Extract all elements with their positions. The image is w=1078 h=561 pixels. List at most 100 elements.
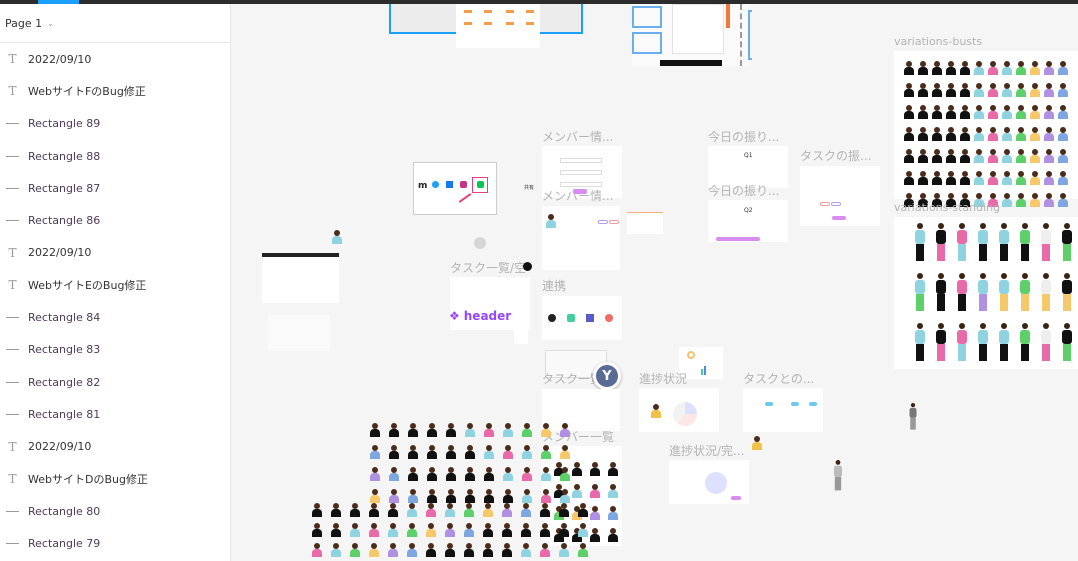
layer-label: WebサイトFのBug修正 bbox=[28, 85, 146, 99]
layer-item[interactable]: Rectangle 88 bbox=[0, 140, 230, 172]
person-illustration bbox=[407, 543, 417, 557]
standing-person bbox=[1040, 273, 1052, 313]
person-illustration bbox=[369, 543, 379, 557]
layer-label: Rectangle 89 bbox=[28, 117, 101, 131]
person-illustration bbox=[541, 423, 551, 437]
person-illustration bbox=[932, 83, 942, 97]
task-review-frame[interactable] bbox=[800, 166, 880, 226]
frame-title-member-info-1: メンバー情... bbox=[542, 130, 614, 144]
standing-person bbox=[914, 273, 926, 313]
header-frame[interactable] bbox=[450, 324, 530, 330]
frame-title-integration: 連携 bbox=[542, 279, 567, 293]
person-illustration bbox=[350, 523, 360, 537]
variations-busts-frame[interactable] bbox=[894, 51, 1078, 207]
person-illustration bbox=[484, 423, 494, 437]
standing-person bbox=[1061, 273, 1073, 313]
person-illustration bbox=[1016, 127, 1026, 141]
task-relation-frame[interactable] bbox=[743, 388, 823, 432]
person-illustration bbox=[988, 127, 998, 141]
integration-frame[interactable] bbox=[542, 296, 622, 340]
doc-frame[interactable] bbox=[632, 4, 752, 66]
collaborator-avatar[interactable]: Y bbox=[593, 362, 621, 390]
layer-item[interactable]: Rectangle 89 bbox=[0, 108, 230, 140]
layer-item[interactable]: Rectangle 79 bbox=[0, 527, 230, 559]
text-icon: T bbox=[8, 245, 17, 260]
progress-complete-frame[interactable] bbox=[669, 460, 749, 504]
layer-item[interactable]: Rectangle 81 bbox=[0, 398, 230, 430]
layer-item[interactable]: T 2022/09/10 bbox=[0, 237, 230, 269]
person-illustration bbox=[988, 61, 998, 75]
standing-person bbox=[1061, 223, 1073, 263]
person-illustration bbox=[1058, 61, 1068, 75]
person-illustration bbox=[946, 127, 956, 141]
selected-frame[interactable] bbox=[389, 4, 583, 48]
person-illustration bbox=[502, 503, 512, 517]
layer-item[interactable]: Rectangle 80 bbox=[0, 495, 230, 527]
person-illustration bbox=[572, 462, 582, 476]
person-illustration bbox=[541, 445, 551, 459]
design-canvas[interactable]: variations-busts variations-standing m 共… bbox=[232, 4, 1078, 561]
person-illustration bbox=[446, 467, 456, 481]
layer-label: 2022/09/10 bbox=[28, 246, 92, 260]
rectangle-icon bbox=[6, 543, 19, 545]
today-review-frame-1[interactable]: Q1 bbox=[708, 146, 788, 188]
person-illustration bbox=[988, 149, 998, 163]
layer-label: Rectangle 87 bbox=[28, 181, 101, 195]
variations-standing-frame[interactable] bbox=[894, 217, 1078, 369]
person-illustration bbox=[1044, 193, 1054, 207]
today-review-frame-2[interactable]: Q2 bbox=[708, 200, 788, 242]
person-illustration bbox=[932, 149, 942, 163]
standing-person bbox=[977, 323, 989, 363]
person-illustration bbox=[1002, 61, 1012, 75]
standing-person bbox=[1019, 273, 1031, 313]
line-icon bbox=[472, 177, 488, 193]
page-selector-label: Page 1 bbox=[5, 16, 43, 30]
person-illustration bbox=[960, 127, 970, 141]
layer-item[interactable]: Rectangle 82 bbox=[0, 366, 230, 398]
person-illustration bbox=[484, 445, 494, 459]
progress-frame[interactable] bbox=[639, 388, 719, 432]
small-avatar bbox=[332, 230, 342, 244]
layer-item[interactable]: Rectangle 87 bbox=[0, 172, 230, 204]
person-illustration bbox=[904, 171, 914, 185]
dropdown-mini bbox=[514, 328, 528, 344]
task-list-frame[interactable] bbox=[542, 389, 620, 431]
text-icon: T bbox=[8, 472, 17, 486]
rectangle-icon bbox=[6, 317, 19, 319]
person-illustration bbox=[554, 462, 564, 476]
layer-item[interactable]: Rectangle 83 bbox=[0, 334, 230, 366]
person-illustration bbox=[446, 489, 456, 503]
standing-person bbox=[833, 460, 843, 492]
person-illustration bbox=[541, 467, 551, 481]
rectangle-icon bbox=[6, 187, 19, 189]
layer-item[interactable]: Rectangle 84 bbox=[0, 301, 230, 333]
person-illustration bbox=[464, 503, 474, 517]
person-illustration bbox=[483, 523, 493, 537]
share-services-frame[interactable]: m bbox=[413, 162, 497, 215]
component-label: header bbox=[463, 309, 512, 323]
person-illustration bbox=[1030, 193, 1040, 207]
header-component[interactable]: ❖ header bbox=[449, 309, 511, 323]
person-illustration bbox=[1016, 149, 1026, 163]
active-tab-indicator[interactable] bbox=[38, 0, 79, 4]
person-illustration bbox=[960, 171, 970, 185]
standing-person bbox=[956, 273, 968, 313]
layer-item[interactable]: Rectangle 86 bbox=[0, 204, 230, 236]
member-cards-frame[interactable] bbox=[268, 315, 330, 351]
layer-label: WebサイトEのBug修正 bbox=[28, 279, 147, 293]
member-info-frame-2[interactable] bbox=[542, 206, 620, 270]
person-illustration bbox=[988, 83, 998, 97]
standing-person bbox=[1040, 223, 1052, 263]
layer-label: Rectangle 79 bbox=[28, 537, 101, 551]
task-list-empty-frame[interactable] bbox=[450, 277, 530, 325]
member-photos-frame[interactable] bbox=[262, 253, 339, 303]
standing-person bbox=[914, 223, 926, 263]
person-illustration bbox=[445, 503, 455, 517]
page-selector[interactable]: Page 1 ⌄ bbox=[0, 4, 230, 43]
